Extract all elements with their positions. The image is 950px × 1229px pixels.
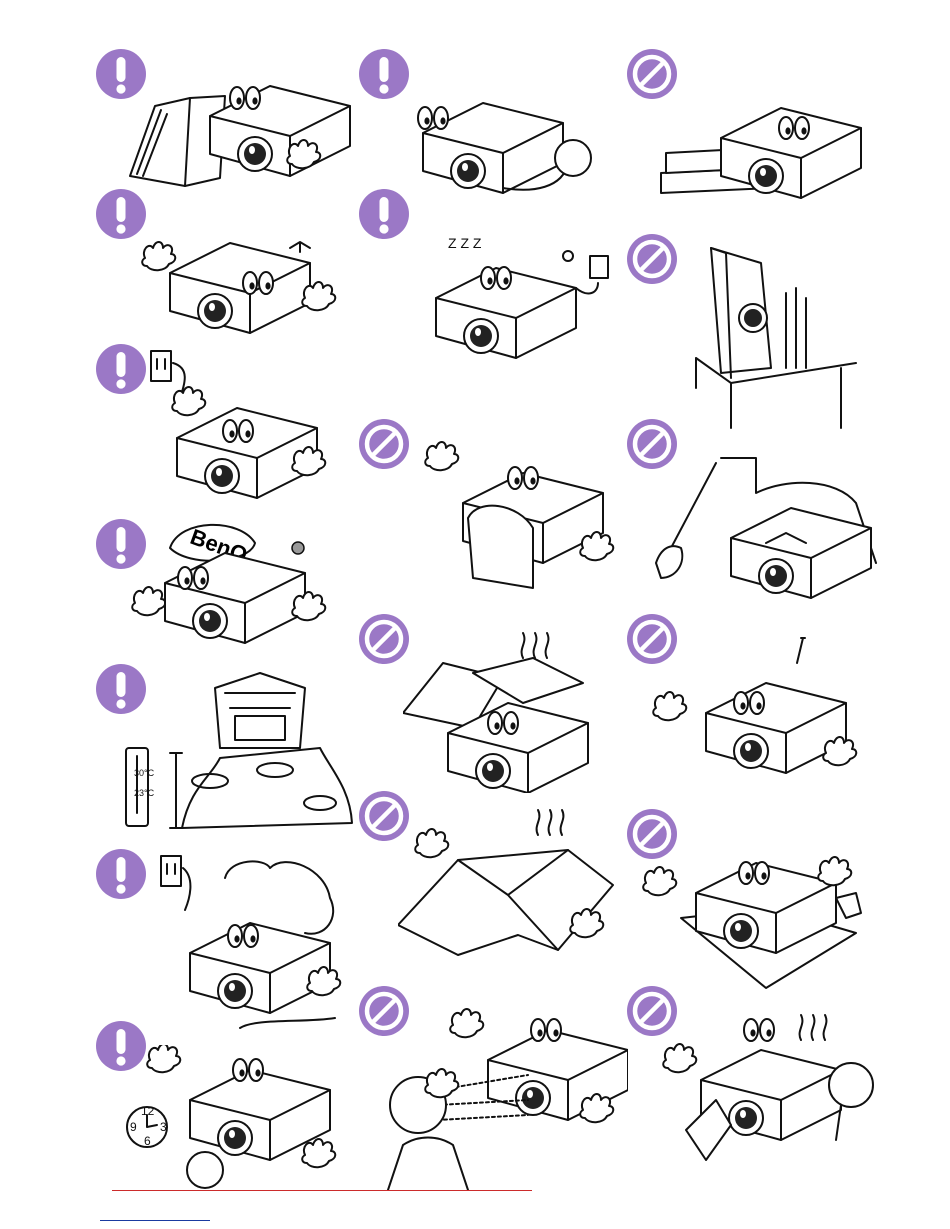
clock-6-label: 6	[144, 1134, 151, 1148]
altitude-thermometer-illustration: 30°C 23°C	[120, 668, 360, 833]
projector-hot-vents-illustration	[661, 1010, 891, 1170]
exclamation-badge-icon	[95, 848, 147, 900]
clock-3-label: 3	[160, 1120, 167, 1134]
projector-clutter-illustration	[403, 623, 623, 793]
projector-on-books-illustration	[656, 93, 876, 203]
projector-lens-blocked-illustration	[423, 438, 623, 608]
projector-reading-manual-illustration	[125, 66, 355, 206]
projector-cloth-illustration	[398, 805, 628, 965]
footer-link-underline	[100, 1220, 210, 1221]
projector-cable-illustration	[413, 93, 613, 203]
exclamation-badge-icon	[358, 188, 410, 240]
clock-9-label: 9	[130, 1120, 137, 1134]
projector-liquid-spill-illustration	[641, 848, 881, 998]
thermo-low-label: 23°C	[134, 788, 155, 798]
projector-upright-shelf-illustration	[691, 243, 861, 433]
exclamation-badge-icon	[358, 48, 410, 100]
projector-brand-cap-illustration: BenQ	[130, 518, 340, 648]
thermo-high-label: 30°C	[134, 768, 155, 778]
no-symbol-badge-icon	[626, 233, 678, 285]
sleep-zzz-text: Z Z Z	[448, 235, 482, 251]
projector-humidity-illustration	[155, 848, 355, 1038]
projector-unplug-illustration	[145, 343, 345, 513]
footer-rule	[112, 1190, 532, 1191]
projector-sleeping-illustration: Z Z Z	[418, 228, 618, 368]
projector-insects-illustration	[140, 228, 350, 348]
projector-screwdriver-illustration	[651, 633, 871, 793]
projector-dusty-room-illustration	[646, 453, 886, 623]
projector-lamp-hours-illustration: 12 3 6 9	[125, 1045, 355, 1195]
person-looking-into-beam-illustration	[378, 1005, 628, 1190]
exclamation-badge-icon	[95, 343, 147, 395]
no-symbol-badge-icon	[358, 418, 410, 470]
